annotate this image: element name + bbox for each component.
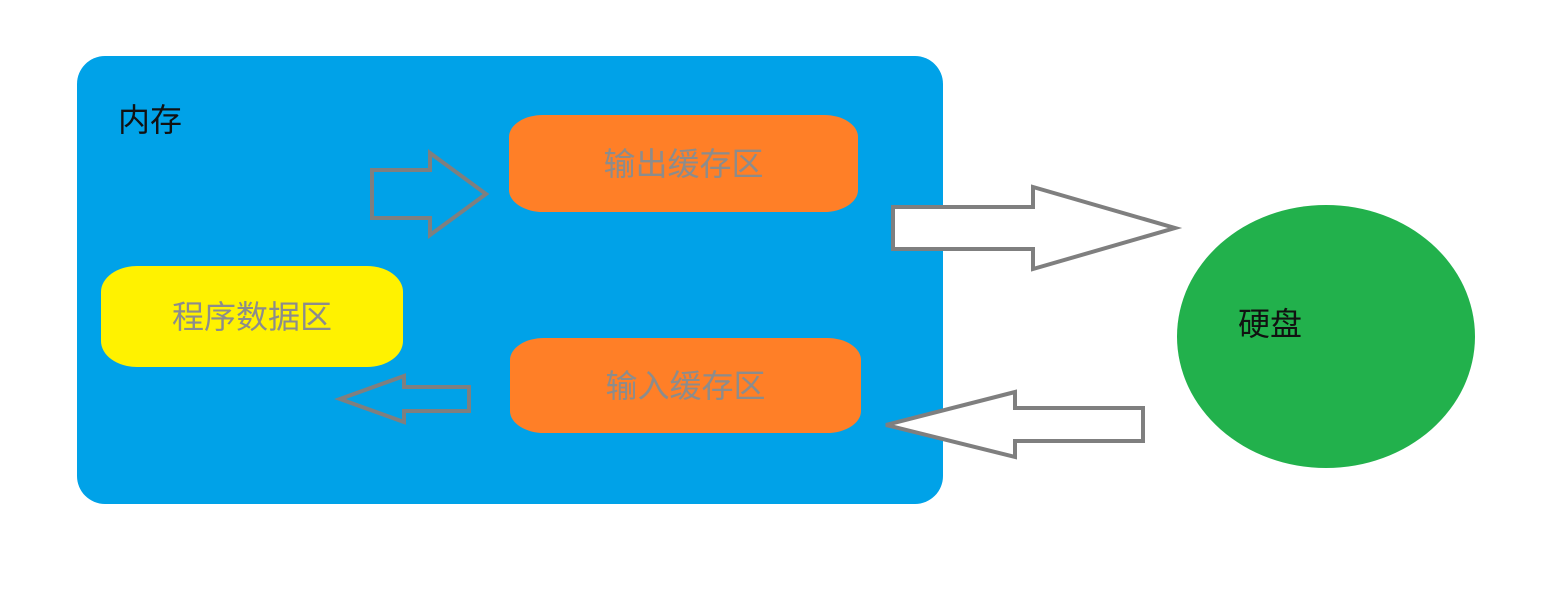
input-buffer: 输入缓存区 <box>510 338 861 433</box>
disk-node <box>1177 205 1475 468</box>
program-data-label: 程序数据区 <box>171 297 332 336</box>
input-buffer-label: 输入缓存区 <box>605 366 766 405</box>
output-buffer-label: 输出缓存区 <box>603 144 764 183</box>
disk-label: 硬盘 <box>1238 305 1303 343</box>
memory-title: 内存 <box>118 101 183 139</box>
program-data-area: 程序数据区 <box>101 266 403 367</box>
output-buffer: 输出缓存区 <box>509 115 858 212</box>
